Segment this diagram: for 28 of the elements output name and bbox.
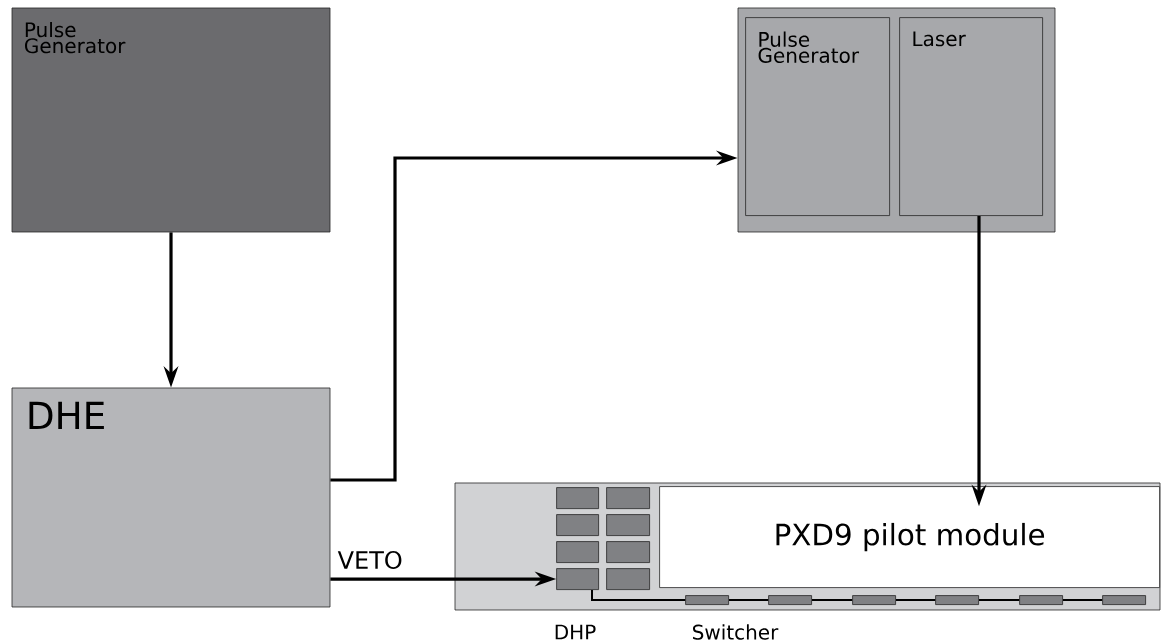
- switcher-chip: [935, 595, 979, 605]
- laser-box: Laser: [899, 17, 1043, 216]
- generator-box: Pulse Generator: [11, 7, 331, 233]
- sensor-area: PXD9 pilot module: [659, 486, 1160, 588]
- switcher-chip: [768, 595, 812, 605]
- dhe-box: DHE: [11, 387, 331, 608]
- dhp-chip: [556, 514, 599, 536]
- dhp-chip: [606, 514, 650, 536]
- generator-box: Pulse Generator: [745, 17, 890, 216]
- edge-label: VETO: [336, 549, 405, 571]
- wire: [811, 599, 854, 602]
- switcher-chip: [685, 595, 729, 605]
- part-label: DHP: [555, 624, 596, 640]
- dhp-chip: [606, 568, 650, 590]
- dhp-chip: [556, 568, 599, 590]
- wire: [728, 599, 770, 602]
- wire: [895, 599, 937, 602]
- switcher-chip: [1102, 595, 1146, 605]
- dhp-chip: [606, 487, 650, 509]
- dhp-chip: [556, 487, 599, 509]
- part-label: Switcher: [693, 624, 779, 640]
- switcher-chip: [1019, 595, 1063, 605]
- wire: [978, 599, 1021, 602]
- dhp-chip: [606, 541, 650, 563]
- switcher-chip: [852, 595, 896, 605]
- wire: [591, 589, 687, 602]
- wire: [1062, 599, 1104, 602]
- dhp-chip: [556, 541, 599, 563]
